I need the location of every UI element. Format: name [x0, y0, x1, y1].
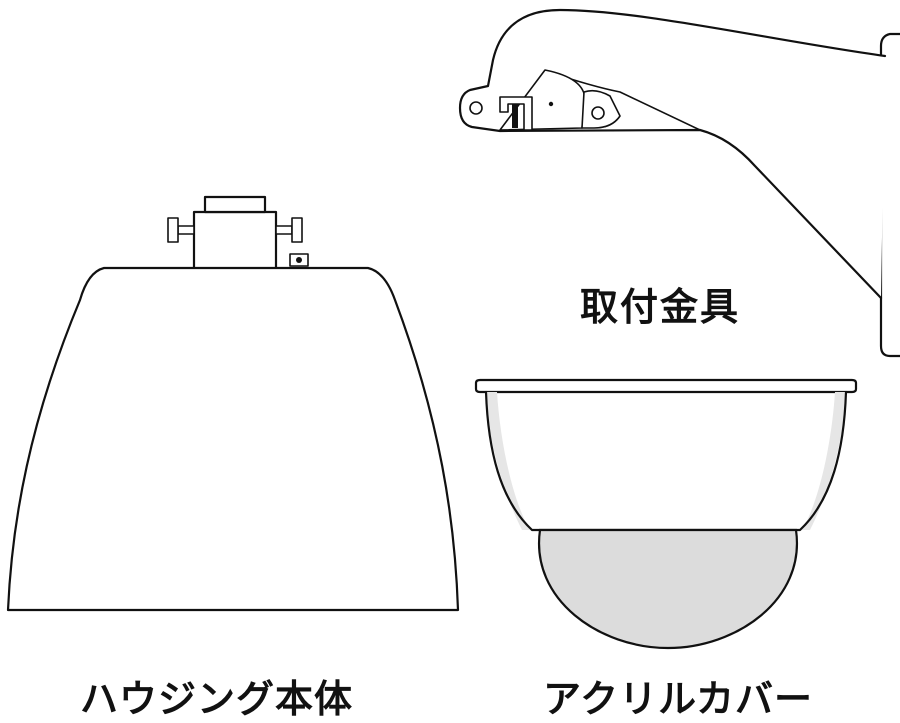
housing-shell	[6, 266, 460, 612]
mount-tube	[192, 210, 278, 272]
acrylic-cover	[474, 378, 858, 650]
cover-side-shade-right	[802, 392, 846, 530]
pin-hole-right	[591, 106, 605, 120]
cover-side-shade-left	[486, 392, 530, 530]
latch	[499, 96, 533, 131]
mounting-bracket-label: 取付金具	[580, 285, 741, 329]
bolt-left-head	[167, 217, 179, 243]
bolt-right-rod	[275, 225, 293, 235]
screw-dot	[548, 101, 554, 107]
mount-cap	[203, 195, 267, 214]
mounting-bracket	[458, 8, 900, 358]
acrylic-cover-label: アクリルカバー	[543, 677, 813, 721]
housing-body	[6, 195, 460, 612]
bolt-right-head	[291, 217, 303, 243]
pin-hole-left	[469, 101, 483, 115]
bolt-left-rod	[177, 225, 195, 235]
bracket-arm	[458, 8, 887, 300]
cover-rim	[474, 378, 858, 394]
cover-dome	[537, 528, 799, 650]
cover-bowl	[484, 390, 848, 532]
latch-slot	[512, 104, 518, 128]
housing-body-label: ハウジング本体	[80, 677, 354, 721]
